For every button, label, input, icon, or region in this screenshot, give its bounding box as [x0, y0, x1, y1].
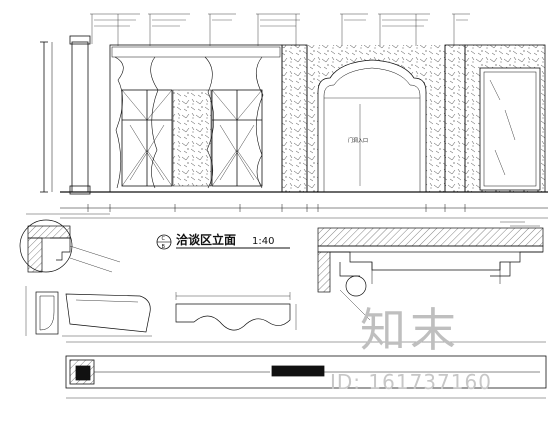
marble-pilaster	[281, 44, 308, 193]
main-elevation	[40, 13, 548, 219]
cornice-profile-detail	[175, 292, 297, 331]
drawing-title-block: C B 洽谈区立面 1:40	[156, 232, 290, 250]
drawing-scale: 1:40	[252, 236, 274, 247]
watermark-brand: 知末	[360, 303, 460, 357]
doorway-label: 门洞入口	[348, 137, 368, 144]
left-column	[71, 41, 89, 193]
floor-plan-strip	[65, 341, 547, 399]
section-mark-bottom: B	[162, 244, 166, 250]
arched-doorway	[317, 59, 427, 193]
cornice-detail-left	[19, 213, 121, 273]
right-mirror-frame	[479, 67, 541, 191]
moulding-profile-detail	[25, 286, 152, 337]
section-mark-top: C	[162, 236, 166, 242]
watermark-id: ID: 161737160	[330, 370, 492, 394]
watermark: 知末 ID: 161737160	[330, 303, 492, 394]
drawing-title: 洽谈区立面	[176, 232, 236, 247]
ceiling-section-detail	[317, 221, 544, 321]
